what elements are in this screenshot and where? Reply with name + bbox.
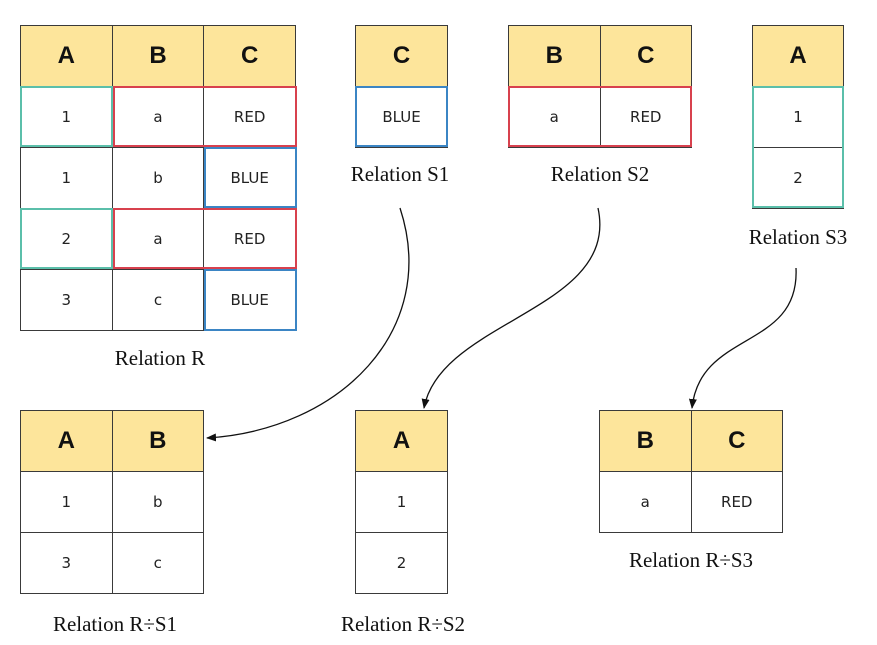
relation-s3-caption: Relation S3	[748, 225, 848, 249]
relation-r-div-s1-table: A B 1 b 3 c	[20, 410, 204, 594]
relation-r-table: A B C 1 a RED 1 b BLUE 2 a RED 3 c BLUE	[20, 25, 296, 331]
relation-s1-caption: Relation S1	[350, 162, 450, 186]
relation-s2-caption: Relation S2	[550, 162, 650, 186]
relation-r-div-s2-table: A 1 2	[355, 410, 448, 594]
relation-r-header-a: A	[20, 25, 113, 87]
arrow-s1-to-r-div-s1	[206, 207, 410, 442]
relation-r-cell: BLUE	[203, 147, 296, 209]
relation-s3-cell: 2	[752, 147, 844, 209]
relation-r-caption: Relation R	[114, 346, 206, 370]
relation-s2-cell: RED	[599, 86, 692, 148]
relation-r-cell: 1	[20, 86, 113, 148]
relation-r-div-s2-cell: 2	[355, 532, 448, 594]
relation-r-cell: c	[111, 269, 205, 331]
relation-r-div-s1-cell: b	[111, 471, 204, 533]
relation-r-div-s1-header-b: B	[111, 410, 204, 472]
relation-r-div-s3-caption: Relation R÷S3	[628, 548, 754, 572]
relation-r-cell: RED	[203, 208, 296, 270]
relation-r-div-s2-header-a: A	[355, 410, 448, 472]
relation-s3-header-a: A	[752, 25, 844, 87]
relation-s2-header-b: B	[508, 25, 601, 87]
relation-r-div-s2-cell: 1	[355, 471, 448, 533]
relation-r-cell: 1	[20, 147, 113, 209]
relation-r-cell: 2	[20, 208, 113, 270]
relation-r-cell: RED	[203, 86, 296, 148]
relation-r-cell: 3	[20, 269, 113, 331]
relation-r-div-s3-table: B C a RED	[599, 410, 783, 533]
relation-r-div-s3-cell: RED	[690, 471, 783, 533]
relation-r-div-s1-cell: c	[111, 532, 204, 594]
relation-r-div-s3-header-b: B	[599, 410, 692, 472]
relation-r-div-s1-cell: 3	[20, 532, 113, 594]
relation-r-div-s3-header-c: C	[690, 410, 783, 472]
relation-r-div-s1-caption: Relation R÷S1	[52, 612, 178, 636]
relation-r-div-s2-caption: Relation R÷S2	[340, 612, 466, 636]
relation-s3-table: A 1 2	[752, 25, 844, 209]
arrow-s3-to-r-div-s3	[688, 267, 797, 409]
relation-r-div-s1-cell: 1	[20, 471, 113, 533]
arrow-s2-to-r-div-s2	[421, 207, 601, 409]
